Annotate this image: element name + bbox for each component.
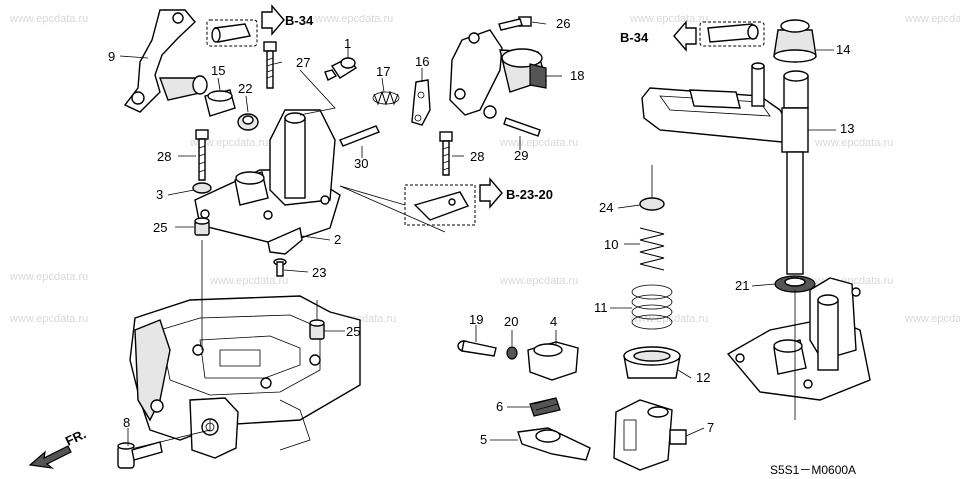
callout-5: 5 [480, 432, 487, 447]
callout-30: 30 [354, 156, 368, 171]
ref-label-b34-left[interactable]: B-34 [285, 13, 314, 28]
callout-3: 3 [156, 187, 163, 202]
spring-10 [639, 227, 665, 271]
dowel-pin-lower [309, 319, 325, 340]
callout-9: 9 [108, 49, 115, 64]
transmission-case [129, 295, 361, 459]
watermark: www.epcdata.ru [209, 275, 288, 287]
watermark: www.epcdata.ru [9, 13, 88, 25]
front-label: FR. [63, 426, 88, 448]
callout-27: 27 [296, 55, 310, 70]
callout-26: 26 [556, 16, 570, 31]
watermark: www.epcdata.ru [629, 13, 708, 25]
callout-12: 12 [696, 370, 710, 385]
ref-label-b23-20[interactable]: B-23-20 [506, 187, 553, 202]
washer-20 [506, 346, 518, 360]
select-block [613, 399, 687, 471]
ref-arrow [479, 177, 503, 209]
watermark: www.epcdata.ru [189, 137, 268, 149]
reverse-lockout-housing [449, 29, 547, 119]
detent-bolt [324, 57, 358, 81]
callout-23: 23 [312, 265, 326, 280]
diagram-code: S5S1－M0600A [770, 463, 856, 477]
watermark: www.epcdata.ru [904, 313, 960, 325]
shift-arm-holder-right [726, 277, 871, 401]
pin-30 [339, 125, 380, 147]
bolt-26 [498, 16, 532, 31]
watermark: www.epcdata.ru [904, 13, 960, 25]
callout-7: 7 [707, 420, 714, 435]
bolt-28-right [439, 131, 453, 176]
callout-8: 8 [123, 415, 130, 430]
spring-seat [639, 197, 665, 211]
watermark: www.epcdata.ru [9, 313, 88, 325]
interlock-plate [267, 226, 303, 255]
reverse-lever [517, 427, 591, 461]
spring-11 [631, 284, 673, 330]
callout-2: 2 [334, 232, 341, 247]
ref-arrow [261, 4, 285, 36]
watermark: www.epcdata.ru [499, 275, 578, 287]
callout-16: 16 [415, 54, 429, 69]
watermark: www.epcdata.ru [499, 137, 578, 149]
callout-6: 6 [496, 399, 503, 414]
callout-numbers: 1 2 3 4 5 6 7 8 9 10 11 12 13 14 15 16 1… [108, 16, 854, 447]
spring-cup [623, 346, 681, 379]
spring-17 [372, 90, 400, 106]
spring-pin-right [699, 21, 765, 47]
watermark: www.epcdata.ru [629, 313, 708, 325]
callout-4: 4 [550, 314, 557, 329]
callout-21: 21 [735, 278, 749, 293]
bolt-19 [457, 340, 497, 357]
callout-17: 17 [376, 64, 390, 79]
callout-28b: 28 [470, 149, 484, 164]
callout-22: 22 [238, 81, 252, 96]
shift-lever [123, 9, 208, 113]
callout-20: 20 [504, 314, 518, 329]
watermark: www.epcdata.ru [9, 271, 88, 283]
callout-25a: 25 [153, 220, 167, 235]
callout-10: 10 [604, 237, 618, 252]
front-direction-arrow: FR. [28, 426, 88, 469]
callout-11: 11 [594, 300, 608, 315]
oil-seal [774, 275, 816, 293]
collar [204, 89, 236, 117]
shift-arm-holder [194, 109, 341, 246]
callout-28a: 28 [157, 149, 171, 164]
callout-25b: 25 [346, 324, 360, 339]
rubber-cap [773, 19, 817, 63]
rubber-washer [237, 113, 259, 131]
callout-19: 19 [469, 312, 483, 327]
watermarks: www.epcdata.ru www.epcdata.ru www.epcdat… [9, 13, 960, 325]
ref-label-b34-right[interactable]: B-34 [620, 30, 649, 45]
callout-18: 18 [570, 68, 584, 83]
washer [192, 182, 212, 194]
bolt-28-left [195, 129, 209, 181]
bolt-23 [273, 258, 287, 277]
callout-15: 15 [211, 63, 225, 78]
shift-piece [527, 341, 579, 381]
watermark: www.epcdata.ru [314, 13, 393, 25]
spring-6 [529, 397, 561, 417]
drain-bolt [117, 441, 163, 469]
callout-1: 1 [344, 36, 351, 51]
bolt-27 [263, 41, 277, 89]
callout-13: 13 [840, 121, 854, 136]
pin-29 [503, 117, 541, 137]
interlock-lever [411, 79, 431, 126]
dowel-pin-upper [194, 217, 210, 236]
spring-pin [206, 19, 258, 47]
callout-24: 24 [599, 200, 613, 215]
callout-29: 29 [514, 148, 528, 163]
ref-arrow [673, 20, 697, 52]
callout-leaders [119, 21, 836, 446]
callout-14: 14 [836, 42, 850, 57]
watermark: www.epcdata.ru [814, 137, 893, 149]
shift-rod-assembly [641, 62, 809, 275]
